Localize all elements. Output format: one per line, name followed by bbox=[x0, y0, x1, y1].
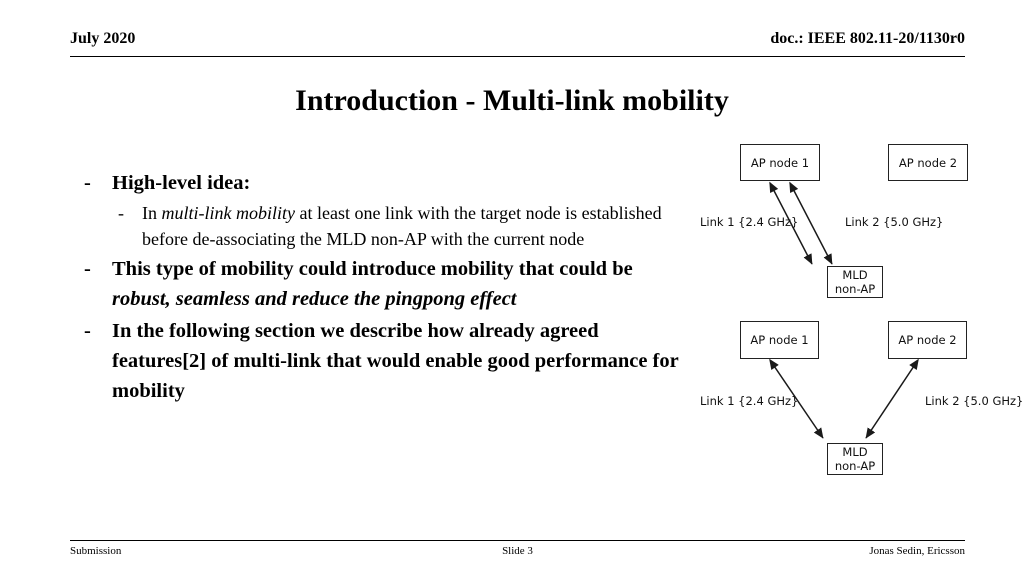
link-1-label: Link 1 {2.4 GHz} bbox=[700, 215, 799, 229]
node-label-line1: MLD bbox=[842, 445, 868, 459]
bullet-item: -In multi-link mobility at least one lin… bbox=[72, 200, 682, 252]
bullet-marker: - bbox=[118, 203, 124, 223]
footer-author: Jonas Sedin, Ericsson bbox=[869, 545, 965, 557]
bullet-item: -This type of mobility could introduce m… bbox=[72, 254, 682, 314]
bullet-text: This type of mobility could introduce mo… bbox=[112, 254, 682, 314]
bullet-segment: robust, seamless and reduce the pingpong… bbox=[112, 288, 517, 310]
link-2-label: Link 2 {5.0 GHz} bbox=[925, 394, 1024, 408]
node-label: AP node 2 bbox=[898, 333, 957, 347]
node-label-line2: non-AP bbox=[834, 459, 876, 473]
bullet-text: High-level idea: bbox=[112, 168, 682, 198]
bullet-segment: High-level idea: bbox=[112, 172, 251, 194]
slide-header: July 2020 doc.: IEEE 802.11-20/1130r0 bbox=[70, 30, 965, 57]
bullet-segment: at least one link with the target node i… bbox=[142, 203, 662, 249]
node-label: AP node 1 bbox=[750, 155, 810, 170]
node-mld-non-ap: MLD non-AP bbox=[827, 443, 883, 475]
node-ap-node-2: AP node 2 bbox=[888, 144, 968, 181]
footer-submission: Submission bbox=[70, 545, 122, 557]
bullet-marker: - bbox=[84, 320, 91, 342]
slide-footer: Submission Slide 3 Jonas Sedin, Ericsson bbox=[70, 540, 965, 567]
footer-slide-number: Slide 3 bbox=[502, 545, 533, 557]
page-title: Introduction - Multi-link mobility bbox=[295, 84, 729, 117]
diagram-single-ap-multilink: AP node 1 AP node 2 MLD non-AP Link 1 {2… bbox=[690, 136, 1024, 306]
node-ap-node-2: AP node 2 bbox=[888, 321, 967, 359]
node-ap-node-1: AP node 1 bbox=[740, 144, 820, 181]
bullet-marker: - bbox=[84, 172, 91, 194]
arrow-link2-bottom bbox=[865, 358, 919, 439]
node-label-line2: non-AP bbox=[834, 282, 876, 296]
bullet-item: -In the following section we describe ho… bbox=[72, 316, 682, 406]
link-2-label: Link 2 {5.0 GHz} bbox=[845, 215, 944, 229]
link-1-label: Link 1 {2.4 GHz} bbox=[700, 394, 799, 408]
header-document-number: doc.: IEEE 802.11-20/1130r0 bbox=[770, 30, 965, 47]
bullet-segment: multi-link mobility bbox=[161, 203, 295, 223]
bullet-marker: - bbox=[84, 258, 91, 280]
bullet-list: -High-level idea:-In multi-link mobility… bbox=[72, 168, 682, 408]
bullet-segment: This type of mobility could introduce mo… bbox=[112, 258, 633, 280]
bullet-text: In the following section we describe how… bbox=[112, 316, 682, 406]
bullet-segment: In bbox=[142, 203, 162, 223]
node-label-line1: MLD bbox=[842, 268, 868, 282]
node-label: AP node 1 bbox=[750, 333, 809, 347]
bullet-text: In multi-link mobility at least one link… bbox=[142, 200, 682, 252]
node-ap-node-1: AP node 1 bbox=[740, 321, 819, 359]
bullet-item: -High-level idea: bbox=[72, 168, 682, 198]
bullet-segment: In the following section we describe how… bbox=[112, 320, 679, 402]
header-date: July 2020 bbox=[70, 30, 136, 47]
node-label: AP node 2 bbox=[898, 155, 958, 170]
diagram-dual-ap-multilink: AP node 1 AP node 2 MLD non-AP Link 1 {2… bbox=[690, 312, 1024, 487]
node-mld-non-ap: MLD non-AP bbox=[827, 266, 883, 298]
